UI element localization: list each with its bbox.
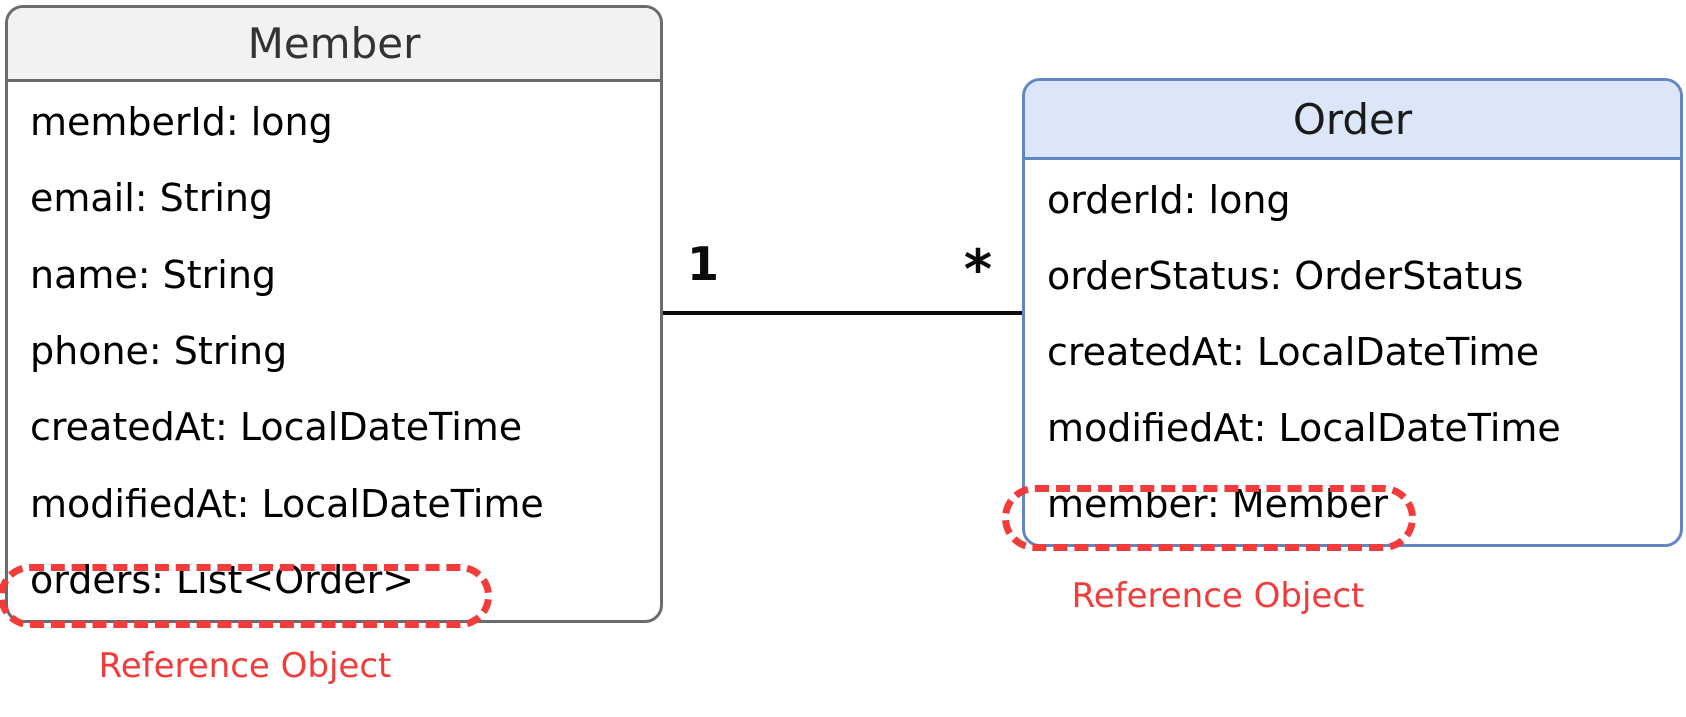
entity-member: Member memberId: long email: String name…	[5, 5, 663, 623]
entity-order-title: Order	[1292, 94, 1413, 144]
order-field-modifiedAt: modifiedAt: LocalDateTime	[1047, 406, 1561, 450]
entity-member-body: memberId: long email: String name: Strin…	[8, 82, 660, 620]
member-field-modifiedAt: modifiedAt: LocalDateTime	[30, 481, 544, 526]
member-field-name: name: String	[30, 252, 277, 297]
cardinality-many: *	[963, 238, 993, 301]
relationship-line	[663, 311, 1022, 315]
member-field-email: email: String	[30, 176, 274, 221]
order-field-orderId: orderId: long	[1047, 178, 1291, 222]
member-field-createdAt: createdAt: LocalDateTime	[30, 405, 523, 450]
entity-member-header: Member	[8, 8, 660, 82]
entity-member-title: Member	[247, 19, 421, 68]
member-field-memberId: memberId: long	[30, 100, 333, 145]
member-reference-object-label: Reference Object	[98, 646, 392, 686]
order-reference-object-label: Reference Object	[1071, 576, 1365, 616]
member-field-orders: orders: List<Order>	[30, 557, 415, 602]
order-field-member: member: Member	[1047, 482, 1389, 526]
entity-order-header: Order	[1025, 81, 1680, 160]
cardinality-one: 1	[686, 237, 719, 291]
entity-order: Order orderId: long orderStatus: OrderSt…	[1022, 78, 1683, 547]
order-field-orderStatus: orderStatus: OrderStatus	[1047, 254, 1524, 298]
member-field-phone: phone: String	[30, 328, 288, 373]
order-field-createdAt: createdAt: LocalDateTime	[1047, 330, 1540, 374]
entity-order-body: orderId: long orderStatus: OrderStatus c…	[1025, 160, 1680, 544]
